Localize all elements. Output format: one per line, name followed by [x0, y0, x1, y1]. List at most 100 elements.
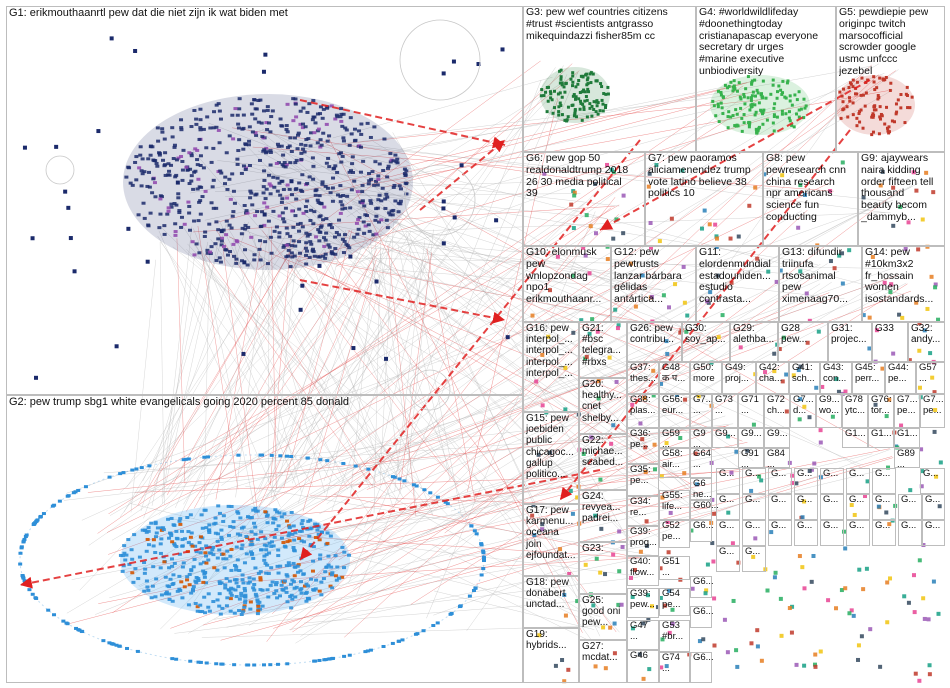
group-box-g8: G8: pew pewresearch cnn china research n… [763, 152, 858, 246]
group-box-g6e: G6... [690, 576, 714, 598]
group-box-g54: G54 pe... [659, 588, 690, 616]
group-box-g17: G17: pew karmenu... oceana join ejfounda… [523, 504, 579, 576]
group-label-g32: G32: andy... [911, 323, 941, 346]
group-label-g43: G43: con... [823, 363, 847, 384]
group-label-g72: G72 ch... [767, 395, 785, 416]
group-box-g36: G36: pe... [627, 428, 659, 464]
group-label-g89: G89 ... [897, 449, 915, 470]
group-label-g50: G50: more [693, 363, 715, 384]
group-label-small: G... [745, 469, 761, 479]
group-label-g48: G48 क प... [662, 363, 686, 384]
group-box-g7c: G7... pe... [894, 394, 920, 428]
group-box-g59: G59 ... [659, 428, 690, 450]
group-label-g9b: G9... wo... [819, 395, 840, 416]
group-label-g6g: G6... [693, 653, 714, 663]
group-box-small: G... [716, 468, 740, 494]
group-label-g55: G55: life... [662, 491, 683, 512]
group-label-g23: G23: [582, 543, 604, 554]
group-label-small: G... [797, 469, 813, 479]
group-box-g6: G6: pew gop 50 realdonaldtrump 2018 26 3… [523, 152, 645, 246]
group-box-g5: G5: pewdiepie pew originpc twitch marsoc… [836, 6, 945, 152]
group-box-g4: G4: #worldwildlifeday #doonethingtoday c… [696, 6, 836, 152]
group-box-small: G... [794, 520, 818, 546]
group-box-g40: G40: flow... [627, 556, 659, 586]
group-box-g15: G15: pew joebiden public chicagoc... gal… [523, 412, 579, 504]
group-box-g39b: G39: pew... [627, 588, 659, 618]
group-box-small: G... [872, 494, 896, 520]
group-label-g42: G42: cha... [759, 363, 783, 384]
group-box-g24: G24: revyea... padrei... [579, 490, 627, 542]
group-label-small: G... [719, 547, 735, 557]
group-box-g9f: G9... [764, 428, 790, 448]
group-box-g78: G78 ytc... [842, 394, 868, 428]
group-box-small: G... [922, 494, 945, 520]
group-box-g9: G9: ajaywears naira kidding order fiftee… [858, 152, 945, 246]
group-label-g2: G2: pew trump sbg1 white evangelicals go… [9, 396, 350, 408]
group-label-g6f: G6... [693, 607, 714, 617]
group-box-g43: G43: con... [820, 362, 852, 394]
group-box-g1z: G1... [894, 428, 920, 448]
group-label-small: G... [875, 521, 891, 531]
group-label-g1y: G1... [871, 429, 892, 439]
group-label-small: G... [849, 495, 865, 505]
group-label-g54: G54 pe... [662, 589, 681, 610]
group-label-small: G... [745, 495, 761, 505]
group-box-g56: G56: eur... [659, 394, 690, 428]
group-box-g6f: G6... [690, 606, 714, 628]
group-box-g26: G26: pew contribu... [627, 322, 682, 362]
group-box-g46: G46 [627, 650, 659, 683]
group-box-g13: G13: difundir triinufa rtsosanimal pew x… [779, 246, 862, 322]
group-label-g38: G38: plas... [630, 395, 656, 416]
group-label-g34: G34: re... [630, 497, 651, 518]
group-label-g21: G21: #bsc telegra... #rbxs [582, 323, 621, 368]
group-label-small: G... [849, 469, 865, 479]
group-label-g8: G8: pew pewresearch cnn china research n… [766, 153, 846, 223]
group-label-g39b: G39: pew... [630, 589, 655, 610]
group-label-g7: G7: pew paoramos aliciamenendez trump vo… [648, 153, 751, 200]
group-label-small: G... [925, 521, 941, 531]
group-label-g74: G74 ... [662, 653, 680, 674]
group-label-g31: G31: projec... [831, 323, 867, 346]
group-box-small: G... [898, 520, 922, 546]
group-box-small: G... [846, 520, 870, 546]
group-box-g27: G27: mcdat... [579, 640, 627, 683]
group-label-small: G... [771, 495, 787, 505]
group-box-small: G... [920, 468, 945, 494]
group-box-g30: G30: soy_ap... [682, 322, 730, 362]
group-label-small: G... [823, 495, 839, 505]
group-label-g44: G44: pe... [888, 363, 909, 384]
group-label-g7d: G7... pe... [923, 395, 944, 416]
group-box-small: G... [898, 494, 922, 520]
group-label-g57: G57 ... [919, 363, 937, 384]
group-box-g53: G53 #br... [659, 620, 690, 652]
group-label-g5: G5: pewdiepie pew originpc twitch marsoc… [839, 7, 929, 77]
group-box-g51: G51 ... [659, 556, 690, 580]
group-label-g40: G40: flow... [630, 557, 655, 578]
group-box-g74: G74 ... [659, 652, 690, 683]
group-box-g28: G28 pew... [778, 322, 828, 362]
group-box-g58: G58: air... [659, 448, 690, 478]
group-label-g10: G10: elonmusk pew wnlopzondag npo1 erikm… [526, 247, 602, 305]
group-box-small: G... [846, 468, 870, 494]
group-label-g6b: G7... d... [793, 395, 814, 416]
group-box-g76: G76: tor... [868, 394, 894, 428]
group-box-g31: G31: projec... [828, 322, 872, 362]
group-label-g33: G33 [875, 323, 894, 334]
group-box-small: G... [716, 546, 740, 572]
group-label-g26: G26: pew contribu... [630, 323, 674, 346]
group-box-g33: G33 [872, 322, 908, 362]
group-label-g73: G73 ... [715, 395, 733, 416]
group-box-g89: G89 ... [894, 448, 920, 470]
group-label-g47: G47 ... [630, 621, 648, 642]
group-label-g6c: G6 ne... [693, 479, 712, 500]
group-box-small: G... [794, 494, 818, 520]
group-box-g2: G2: pew trump sbg1 white evangelicals go… [6, 395, 523, 683]
group-box-g25: G25: good oni pew... [579, 594, 627, 640]
group-label-g20: G20: healthy... cnet shelby... [582, 379, 622, 424]
group-label-small: G... [745, 547, 761, 557]
group-label-g6: G6: pew gop 50 realdonaldtrump 2018 26 3… [526, 153, 629, 200]
group-box-g72: G72 ch... [764, 394, 790, 428]
group-box-g60: G60... [690, 500, 719, 520]
group-label-g53: G53 #br... [662, 621, 684, 642]
group-label-small: G... [901, 521, 917, 531]
